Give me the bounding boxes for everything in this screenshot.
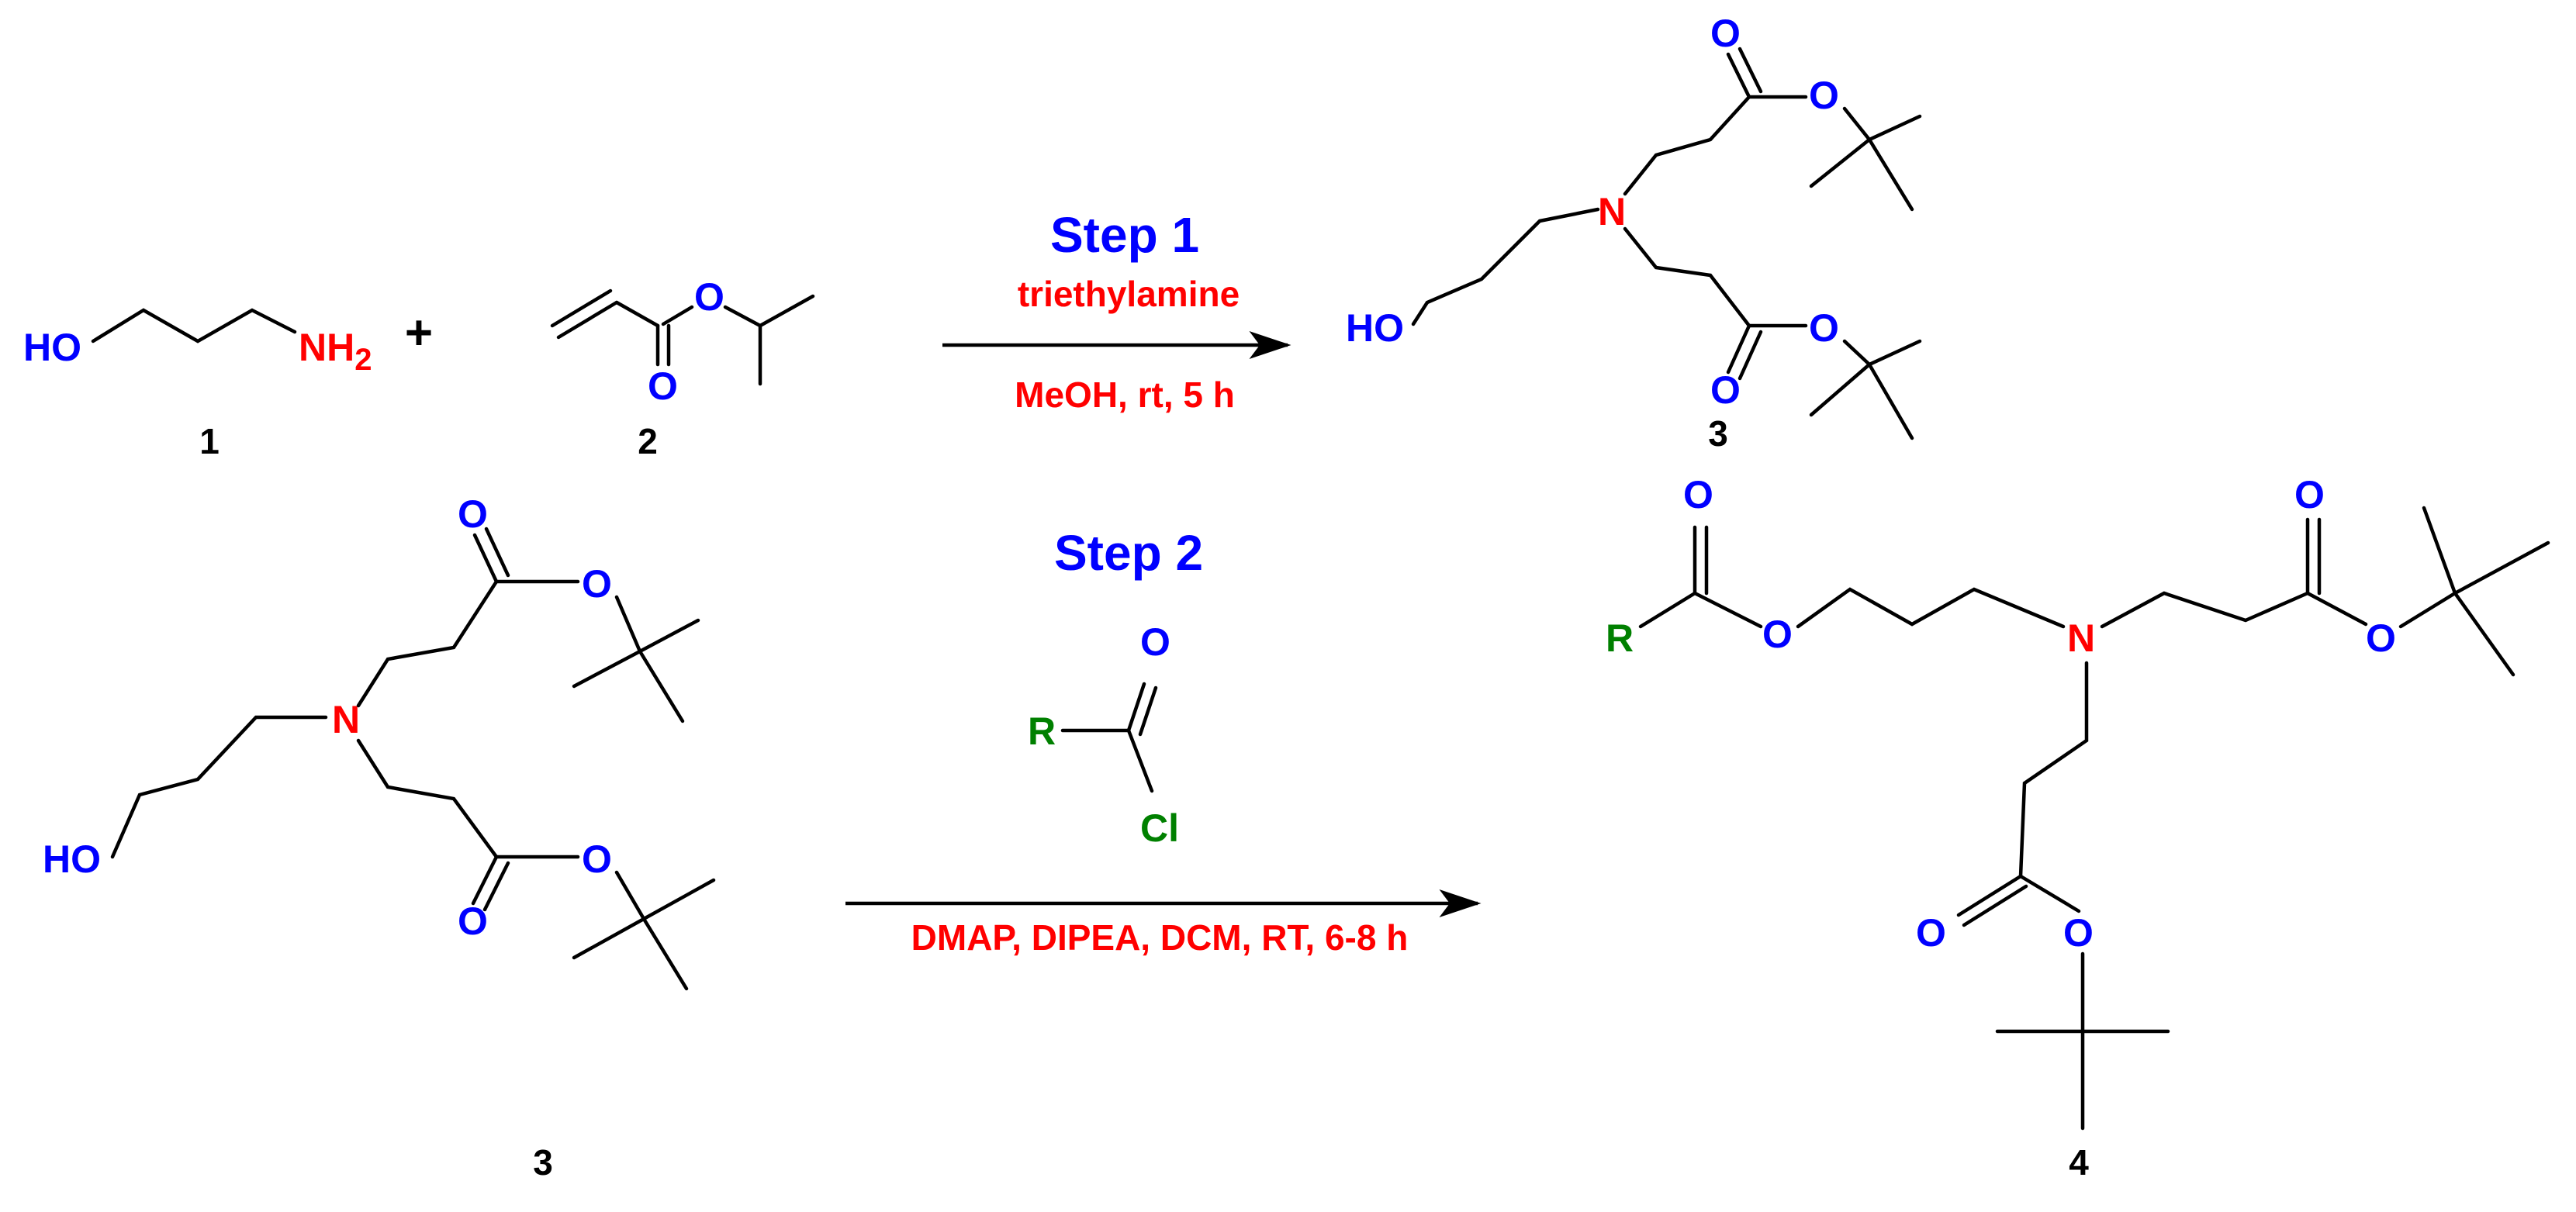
carbonyl-oxygen-label: O	[458, 900, 488, 943]
carbonyl-oxygen-label: O	[458, 492, 488, 536]
ester-oxygen-label: O	[582, 562, 612, 606]
compound-3-bottom: HO N O O O O 3	[43, 492, 716, 1183]
hydroxyl-label: HO	[1346, 306, 1404, 350]
carbonyl-oxygen-label: O	[1683, 473, 1713, 516]
nitrogen-label: N	[1598, 190, 1626, 233]
carbonyl-oxygen-label: O	[1710, 12, 1741, 55]
r-group-label: R	[1028, 710, 1056, 753]
step-2-conditions: Step 2 R O Cl DMAP, DIPEA, DCM, RT, 6-8 …	[845, 525, 1482, 958]
step-2-conditions-text: DMAP, DIPEA, DCM, RT, 6-8 h	[911, 917, 1409, 958]
chlorine-label: Cl	[1140, 806, 1179, 850]
ester-oxygen-label: O	[2366, 616, 2396, 660]
step-1-conditions-text: MeOH, rt, 5 h	[1015, 375, 1235, 415]
compound-number: 1	[199, 421, 220, 461]
compound-number: 2	[638, 421, 658, 461]
acyl-chloride: R O Cl	[1028, 620, 1179, 850]
compound-number: 3	[1708, 413, 1728, 454]
amine-label: NH2	[299, 326, 372, 377]
ester-oxygen-label: O	[1809, 306, 1839, 350]
step-2-title: Step 2	[1054, 525, 1203, 581]
carbonyl-oxygen-label: O	[2294, 473, 2325, 516]
hydroxyl-label: HO	[23, 326, 81, 369]
step-1-conditions: Step 1 triethylamine MeOH, rt, 5 h	[942, 207, 1291, 415]
ester-oxygen-label: O	[582, 837, 612, 881]
step-1-title: Step 1	[1050, 207, 1199, 263]
compound-3-top: HO N O O O O 3	[1346, 12, 1922, 454]
carbonyl-oxygen-label: O	[1140, 620, 1170, 664]
compound-2: O O 2	[550, 275, 815, 461]
carbonyl-oxygen-label: O	[1916, 911, 1946, 955]
plus-sign: +	[405, 306, 433, 360]
hydroxyl-label: HO	[43, 837, 101, 881]
step-1-reagent: triethylamine	[1018, 274, 1240, 314]
carbonyl-oxygen-label: O	[648, 364, 678, 408]
nitrogen-label: N	[332, 698, 360, 741]
ester-oxygen-label: O	[2063, 911, 2094, 955]
compound-number: 4	[2069, 1142, 2089, 1183]
r-group-label: R	[1606, 616, 1634, 660]
ester-oxygen-label: O	[694, 275, 724, 319]
compound-4: R O O N O O O O 4	[1606, 473, 2550, 1183]
compound-number: 3	[533, 1142, 553, 1183]
carbonyl-oxygen-label: O	[1710, 368, 1741, 412]
ester-oxygen-label: O	[1762, 613, 1793, 656]
ester-oxygen-label: O	[1809, 74, 1839, 117]
nitrogen-label: N	[2067, 616, 2095, 660]
compound-1: HO NH2 1	[23, 308, 372, 461]
